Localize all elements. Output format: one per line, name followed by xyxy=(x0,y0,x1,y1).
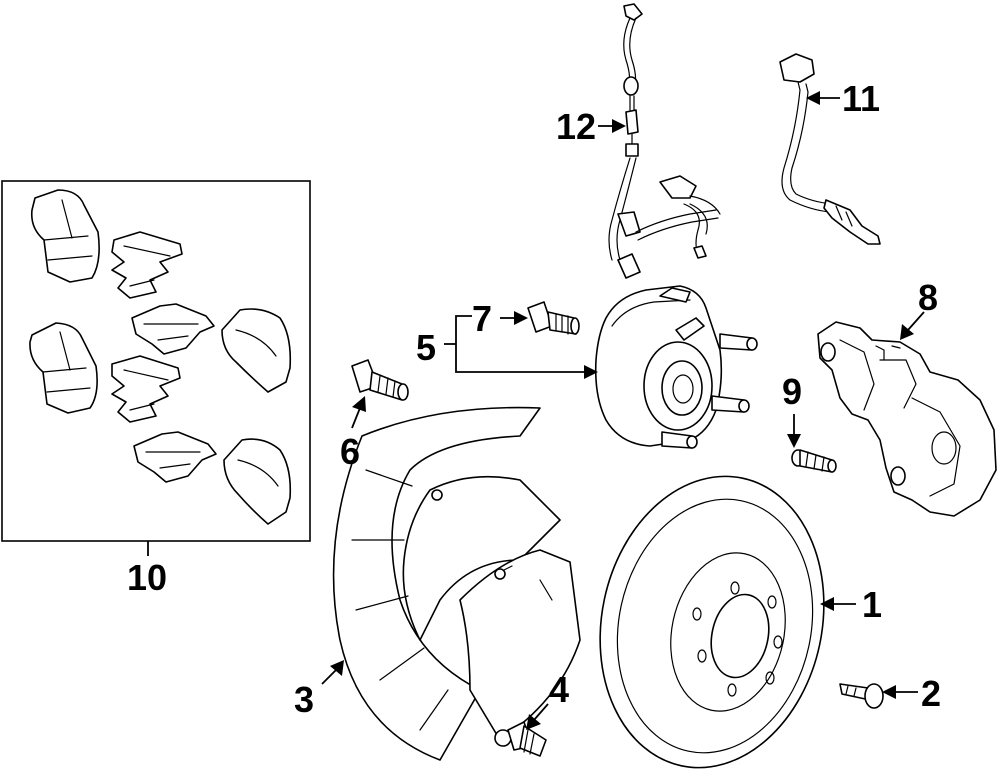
callout-1: 1 xyxy=(862,584,882,625)
callout-5: 5 xyxy=(416,327,436,368)
callout-11: 11 xyxy=(842,78,880,119)
wheel-speed-sensor xyxy=(608,3,721,279)
pad-clip-3 xyxy=(111,355,181,423)
callout-4: 4 xyxy=(549,669,569,710)
caliper-bolt xyxy=(791,449,837,473)
pad-kit-box xyxy=(1,180,311,542)
brake-pad-upper-right xyxy=(221,308,292,393)
brake-pad-lower-right xyxy=(223,438,292,525)
callout-8: 8 xyxy=(918,277,938,318)
callout-10: 10 xyxy=(127,557,167,598)
bracket-bolt xyxy=(351,359,409,401)
pad-kit-group xyxy=(1,180,311,542)
shield-bolt xyxy=(494,721,547,757)
callout-2: 2 xyxy=(921,673,941,714)
pad-clip-4 xyxy=(133,431,217,483)
hub-bearing-assembly xyxy=(594,285,758,449)
pad-clip-2 xyxy=(131,303,215,355)
hub-bolt xyxy=(527,301,580,335)
dust-shield xyxy=(332,406,581,761)
callout-12: 12 xyxy=(556,106,596,147)
brake-hose xyxy=(779,53,881,245)
brake-rotor xyxy=(599,475,825,769)
brake-pad-lower-left xyxy=(29,322,98,414)
callout-6: 6 xyxy=(340,431,360,472)
callout-9: 9 xyxy=(782,371,802,412)
callout-7: 7 xyxy=(472,298,492,339)
callout-3: 3 xyxy=(294,679,314,720)
pad-clip-1 xyxy=(111,231,183,299)
callout-labels: 1 2 3 4 5 6 7 8 9 10 11 12 xyxy=(127,78,941,720)
rotor-screw xyxy=(839,683,884,709)
brake-caliper xyxy=(817,321,997,517)
leader-lines xyxy=(147,91,925,730)
brake-pad-upper-left xyxy=(30,189,100,283)
